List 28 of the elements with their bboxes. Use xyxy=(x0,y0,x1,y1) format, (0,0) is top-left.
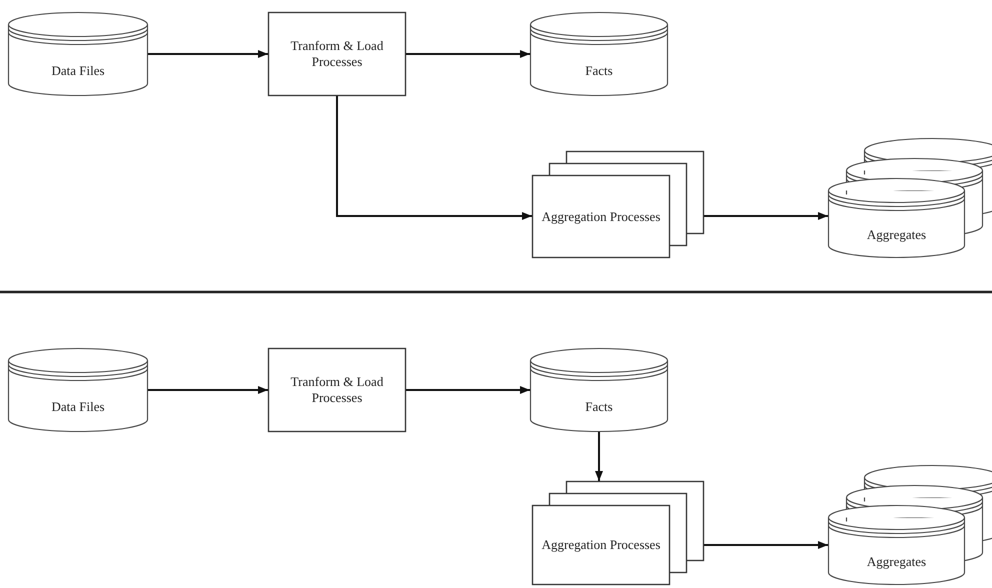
arrow xyxy=(148,386,268,394)
database-cylinder xyxy=(530,348,668,432)
node-label: Facts xyxy=(584,62,614,80)
arrow xyxy=(595,432,603,481)
arrow xyxy=(148,50,268,58)
stacked-database-cylinders xyxy=(828,138,992,258)
database-cylinder xyxy=(530,12,668,96)
node-label: Tranform & Load Processes xyxy=(290,373,384,407)
arrow xyxy=(406,386,530,394)
node-label: Tranform & Load Processes xyxy=(290,37,384,71)
arrow xyxy=(406,50,530,58)
stacked-database-cylinders xyxy=(828,465,992,585)
node-label: Data Files xyxy=(50,62,106,80)
node-label: Aggregates xyxy=(866,226,928,244)
arrow xyxy=(336,96,532,220)
arrow xyxy=(704,541,828,549)
database-cylinder xyxy=(8,348,148,432)
stacked-process-box xyxy=(532,481,704,585)
node-label: Aggregation Processes xyxy=(540,536,662,554)
process-box xyxy=(268,348,406,432)
node-label: Aggregates xyxy=(866,553,928,572)
database-cylinder xyxy=(8,12,148,96)
arrow xyxy=(704,212,828,220)
process-box xyxy=(268,12,406,96)
node-label: Aggregation Processes xyxy=(540,208,662,226)
node-label: Data Files xyxy=(50,398,106,416)
stacked-process-box xyxy=(532,151,704,258)
node-label: Facts xyxy=(584,398,614,416)
